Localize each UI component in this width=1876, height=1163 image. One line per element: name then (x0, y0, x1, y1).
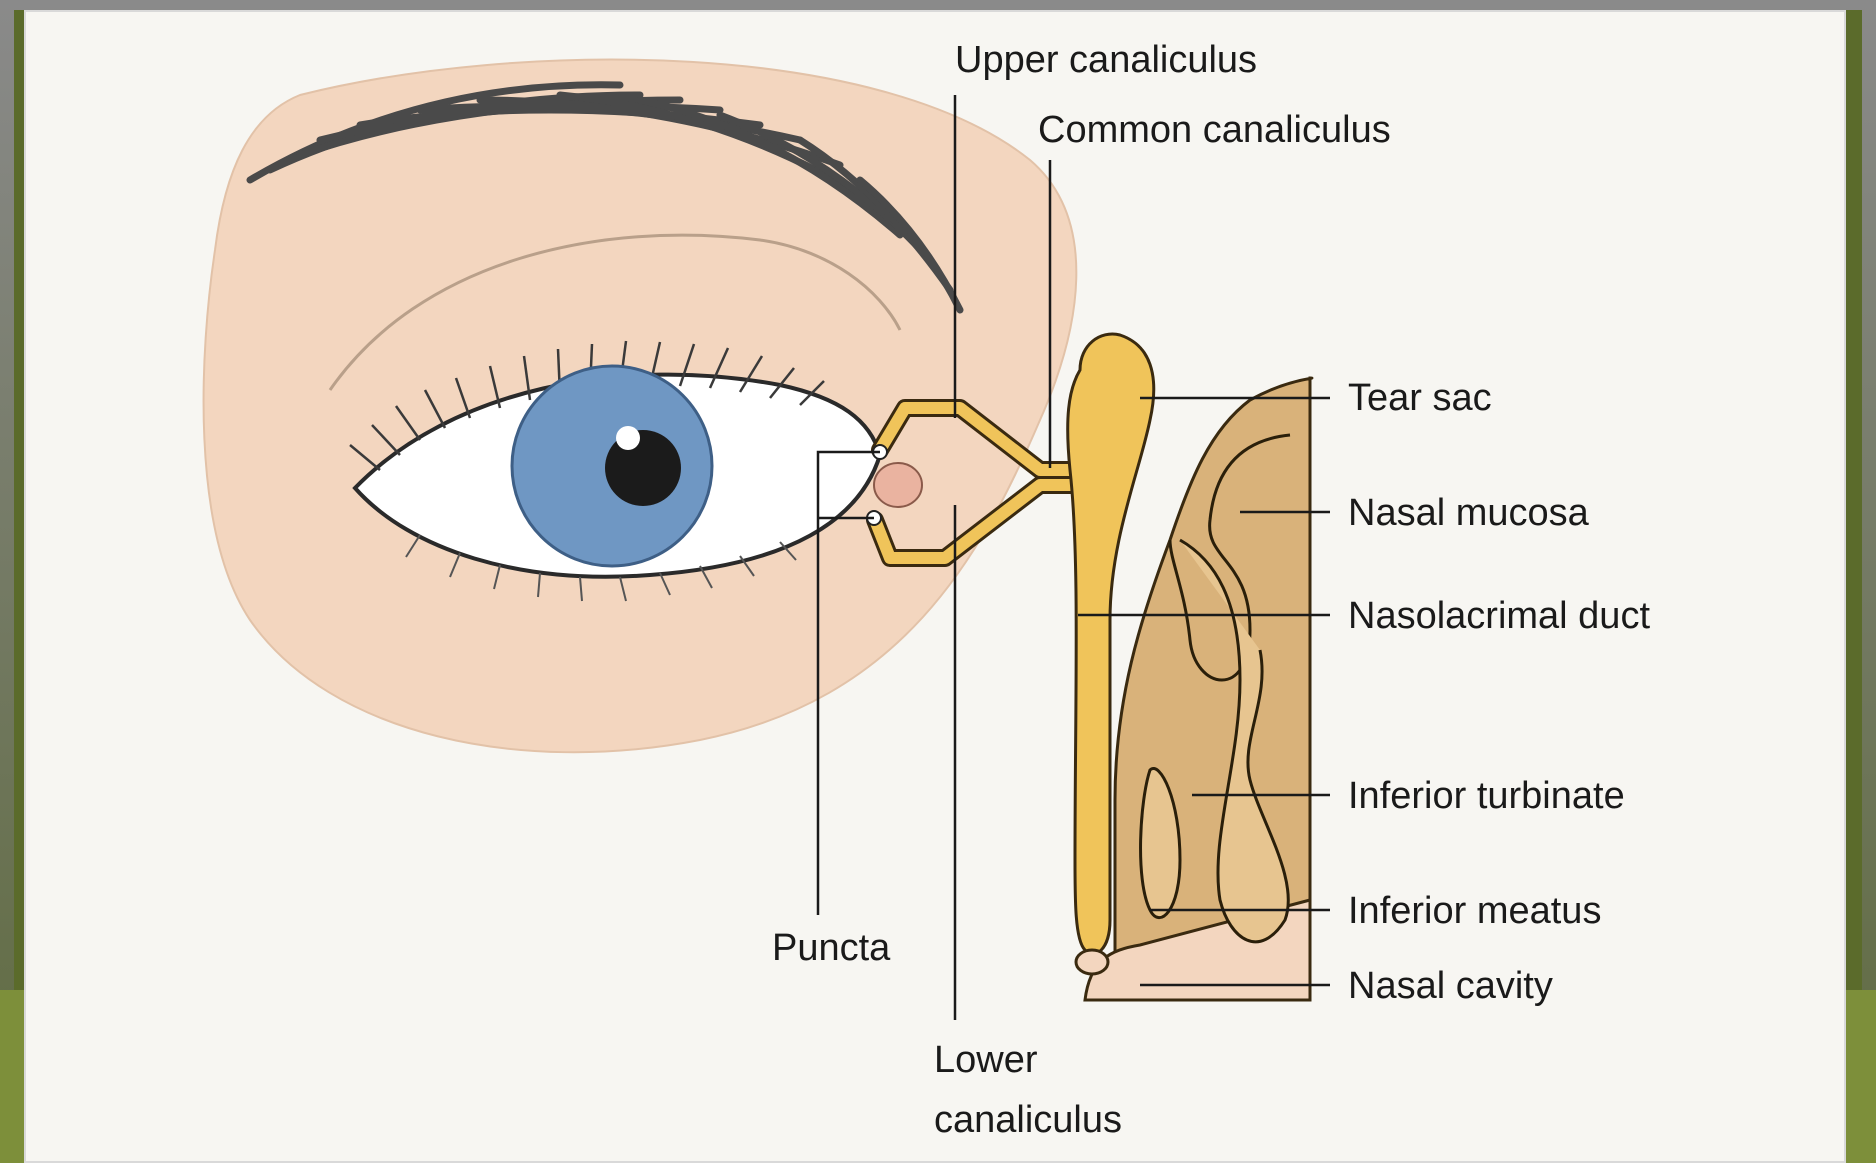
label-puncta: Puncta (772, 927, 891, 969)
duct-opening (1076, 950, 1108, 974)
label-tear-sac: Tear sac (1348, 377, 1492, 419)
label-upper-canaliculus: Upper canaliculus (955, 39, 1257, 81)
label-inferior-turbinate: Inferior turbinate (1348, 775, 1625, 817)
label-nasal-cavity: Nasal cavity (1348, 965, 1553, 1007)
label-common-canaliculus: Common canaliculus (1038, 109, 1391, 151)
pupil (605, 430, 681, 506)
label-nasolacrimal-duct: Nasolacrimal duct (1348, 595, 1650, 637)
label-inferior-meatus: Inferior meatus (1348, 890, 1601, 932)
label-lower-canaliculus-line2: canaliculus (934, 1099, 1122, 1141)
label-nasal-mucosa: Nasal mucosa (1348, 492, 1590, 534)
pupil-highlight (616, 426, 640, 450)
caruncle (874, 463, 922, 507)
label-lower-canaliculus-line1: Lower (934, 1039, 1038, 1081)
